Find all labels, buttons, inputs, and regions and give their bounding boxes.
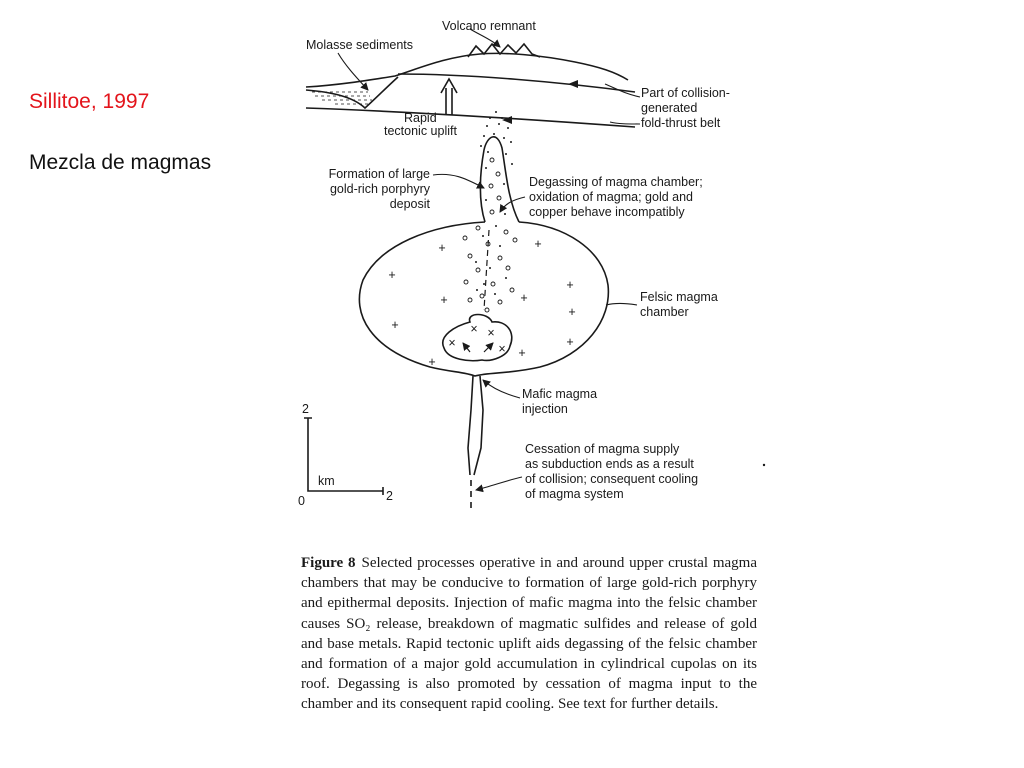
svg-text:+: + [568,305,575,319]
uplift-arrow [440,77,458,115]
label-rapid-1: Rapid [404,111,437,125]
svg-text:+: + [428,355,435,369]
scale-unit: km [318,474,335,488]
svg-text:+: + [391,318,398,332]
cupola-outline [479,136,520,223]
svg-text:+: + [566,335,573,349]
label-collision-1: Part of collision- [641,86,730,100]
svg-text:+: + [388,268,395,282]
svg-text:+: + [440,293,447,307]
degassing-bubbles [462,157,518,313]
scale-bar [304,417,384,495]
felsic-chamber-outline [358,221,610,377]
label-rapid-2: tectonic uplift [384,124,457,138]
svg-text:+: + [438,241,445,255]
mafic-crosses: × × × × [448,322,505,356]
central-conduit [483,229,490,311]
label-collision-3: fold-thrust belt [641,116,721,130]
speck-dot [762,463,766,467]
label-cessation-4: of magma system [525,487,624,501]
label-felsic-2: chamber [640,305,689,319]
thrust-fault-lower [305,107,636,128]
felsic-crosses: + + + + + + + + + + + [388,237,575,369]
label-formation-2: gold-rich porphyry [330,182,431,196]
land-surface-line [305,52,629,88]
label-cessation-1: Cessation of magma supply [525,442,680,456]
label-mafic-1: Mafic magma [522,387,597,401]
svg-text:×: × [470,322,477,336]
label-mafic-2: injection [522,402,568,416]
figure-caption-text: Selected processes operative in and arou… [301,555,758,713]
mafic-feeder-dike [467,375,484,476]
scale-origin: 0 [298,494,305,508]
label-cessation-2: as subduction ends as a result [525,457,694,471]
label-formation-3: deposit [390,197,431,211]
label-degassing-3: copper behave incompatibly [529,205,685,219]
svg-text:+: + [518,346,525,360]
svg-text:+: + [566,278,573,292]
volcano-remnant-shape [467,42,541,58]
svg-text:×: × [498,342,505,356]
label-molasse: Molasse sediments [306,38,413,52]
svg-text:+: + [534,237,541,251]
svg-text:+: + [520,291,527,305]
scale-y-max: 2 [302,402,309,416]
molasse-fill [312,91,372,105]
label-cessation-3: of collision; consequent cooling [525,472,698,486]
degassing-dots [475,111,513,295]
label-collision-2: generated [641,101,697,115]
mafic-blob-outline [441,313,513,362]
label-formation-1: Formation of large [329,167,430,181]
label-felsic-1: Felsic magma [640,290,718,304]
svg-text:×: × [448,336,455,350]
figure-caption-label: Figure 8 [301,555,356,571]
slide-subtitle: Mezcla de magmas [29,151,212,174]
label-degassing-1: Degassing of magma chamber; [529,175,703,189]
label-volcano-remnant: Volcano remnant [442,19,536,33]
scale-x-max: 2 [386,489,393,503]
svg-text:×: × [487,326,494,340]
label-degassing-2: oxidation of magma; gold and [529,190,693,204]
reference-citation: Sillitoe, 1997 [29,90,150,113]
thrust-fault-upper [397,73,636,93]
